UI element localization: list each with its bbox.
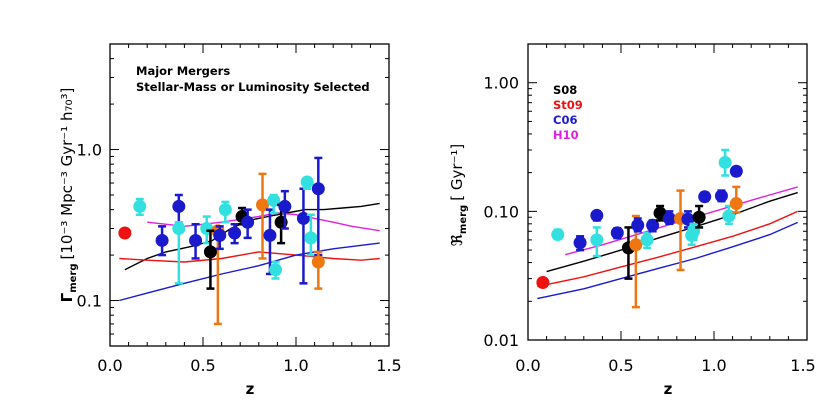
left-data-point — [118, 226, 132, 240]
right-xtick-label: 1.5 — [790, 356, 815, 375]
right-data-point — [698, 190, 712, 204]
left-data-point — [311, 182, 325, 196]
left-xtick-label: 0.0 — [97, 356, 122, 375]
right-data-point — [681, 212, 695, 226]
right-data-point — [718, 155, 732, 169]
left-y-axis-label: Γmerg[10⁻³ Mpc⁻³ Gyr⁻¹ h₇₀³] — [58, 88, 79, 303]
right-model-line — [537, 210, 798, 288]
right-data-point — [714, 189, 728, 203]
right-ytick-label: 0.01 — [483, 331, 519, 350]
right-data-point — [573, 236, 587, 250]
left-xtick-label: 0.5 — [190, 356, 215, 375]
left-data-point — [241, 215, 255, 229]
right-data-point — [610, 226, 624, 240]
right-data-points — [536, 148, 743, 309]
right-model-line — [546, 191, 798, 273]
left-xtick-label: 1.0 — [283, 356, 308, 375]
left-model-line — [124, 202, 380, 271]
right-panel: 0.0 0.5 1.0 1.5 0.01 0.10 1.00 z ℜmerg[ … — [448, 43, 816, 398]
right-data-point — [662, 212, 676, 226]
left-data-point — [278, 199, 292, 213]
right-data-point — [629, 238, 643, 252]
left-data-point — [269, 263, 283, 277]
right-x-axis-label: z — [664, 380, 673, 398]
left-data-point — [189, 233, 203, 247]
left-data-point — [155, 233, 169, 247]
left-panel: 0.0 0.5 1.0 1.5 0.1 1.0 z Γmerg[10⁻³ Mpc… — [58, 43, 402, 398]
left-data-point — [267, 193, 281, 207]
right-data-point — [551, 228, 565, 242]
annotation-selection: Stellar-Mass or Luminosity Selected — [136, 80, 370, 94]
right-data-point — [590, 233, 604, 247]
left-data-point — [256, 198, 270, 212]
right-xtick-label: 0.5 — [608, 356, 633, 375]
left-x-axis-label: z — [246, 380, 255, 398]
left-xtick-label: 1.5 — [376, 356, 401, 375]
left-data-point — [213, 228, 227, 242]
left-data-points — [118, 156, 325, 326]
left-data-point — [203, 245, 217, 259]
left-axis-ticks — [109, 43, 390, 347]
right-y-axis-label: ℜmerg[ Gyr⁻¹] — [448, 144, 469, 247]
legend-entry-s08: S08 — [553, 83, 577, 97]
left-model-line — [119, 242, 380, 302]
right-ytick-label: 0.10 — [483, 202, 519, 221]
legend-entry-st09: St09 — [553, 98, 583, 112]
right-data-point — [590, 208, 604, 222]
right-data-point — [729, 164, 743, 178]
right-model-line — [537, 221, 798, 300]
right-ytick-label: 1.00 — [483, 74, 519, 93]
right-data-point — [640, 233, 654, 247]
left-data-point — [263, 228, 277, 242]
left-data-point — [218, 203, 232, 217]
right-data-point — [631, 218, 645, 232]
right-xtick-label: 0.0 — [515, 356, 540, 375]
right-plot-frame — [527, 43, 808, 341]
left-data-point — [172, 199, 186, 213]
left-data-point — [228, 226, 242, 240]
right-data-point — [729, 197, 743, 211]
left-data-point — [304, 231, 318, 245]
left-ytick-label: 0.1 — [77, 292, 102, 311]
right-data-point — [692, 210, 706, 224]
left-ytick-label: 1.0 — [77, 141, 102, 160]
right-data-point — [536, 275, 550, 289]
left-data-point — [311, 255, 325, 269]
right-data-point — [646, 218, 660, 232]
left-data-point — [172, 221, 186, 235]
legend-entry-h10: H10 — [553, 128, 579, 142]
left-data-point — [296, 211, 310, 225]
left-model-line — [119, 251, 380, 263]
right-axis-ticks — [527, 43, 808, 341]
right-data-point — [722, 209, 736, 223]
annotation-major-mergers: Major Mergers — [136, 64, 230, 78]
left-data-point — [133, 199, 147, 213]
right-xtick-label: 1.0 — [701, 356, 726, 375]
legend-entry-c06: C06 — [553, 113, 577, 127]
left-data-point — [300, 175, 314, 189]
